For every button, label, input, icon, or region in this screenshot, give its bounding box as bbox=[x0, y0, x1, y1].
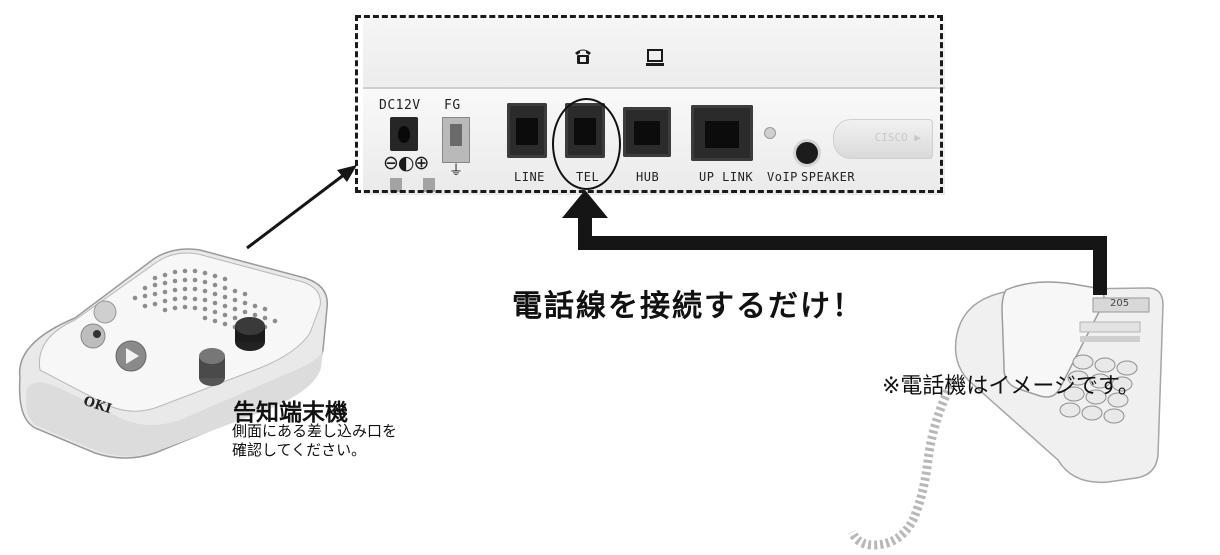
terminal-description-line2: 確認してください。 bbox=[232, 441, 367, 459]
zoom-dashed-frame bbox=[355, 15, 943, 193]
port-label-hub: HUB bbox=[636, 170, 660, 184]
phone-display-text: 205 bbox=[1110, 298, 1130, 309]
terminal-to-router-arrow bbox=[246, 172, 346, 250]
dc-power-jack bbox=[390, 117, 418, 151]
phone-icon bbox=[573, 47, 593, 69]
terminal-to-router-arrowhead bbox=[337, 165, 357, 182]
headline: 電話線を接続するだけ！ bbox=[512, 289, 864, 324]
fg-label: FG bbox=[444, 98, 461, 113]
tel-port-highlight bbox=[552, 98, 621, 190]
notification-terminal: OKI bbox=[5, 238, 335, 460]
computer-icon bbox=[645, 49, 665, 71]
port-label-uplink: UP LINK bbox=[699, 170, 754, 184]
port-label-line: LINE bbox=[514, 170, 545, 184]
router-back-panel: DC12V FG ⊖◐⊕ ⏚ LINE TEL HUB UP LINK VoIP… bbox=[345, 5, 957, 203]
image-note: ※電話機はイメージです。 bbox=[882, 374, 1140, 399]
port-label-voip: VoIP bbox=[767, 170, 798, 184]
router-foot bbox=[390, 178, 402, 192]
terminal-title: 告知端末機 bbox=[233, 400, 348, 426]
voip-led bbox=[764, 127, 776, 139]
line-port[interactable] bbox=[507, 103, 547, 158]
uplink-port[interactable] bbox=[691, 105, 753, 161]
phone-to-tel-arrow bbox=[578, 212, 1107, 295]
telephone: 205 bbox=[818, 270, 1178, 555]
router-foot bbox=[423, 178, 435, 192]
dc12v-label: DC12V bbox=[379, 98, 421, 113]
hub-port[interactable] bbox=[623, 107, 671, 157]
router-brand-label: CISCO ▶ bbox=[874, 131, 921, 144]
terminal-description-line1: 側面にある差し込み口を bbox=[232, 422, 398, 440]
terminal-description: 側面にある差し込み口を 確認してください。 bbox=[232, 422, 397, 460]
fg-terminal bbox=[442, 117, 470, 163]
polarity-symbol: ⊖◐⊕ bbox=[383, 152, 429, 174]
port-label-speaker: SPEAKER bbox=[801, 170, 856, 184]
phone-to-tel-arrowhead bbox=[562, 190, 608, 218]
port-label-tel: TEL bbox=[576, 170, 600, 184]
ground-symbol: ⏚ bbox=[449, 163, 463, 179]
speaker-jack bbox=[793, 139, 821, 167]
router-brand-tab: CISCO ▶ bbox=[833, 119, 933, 159]
